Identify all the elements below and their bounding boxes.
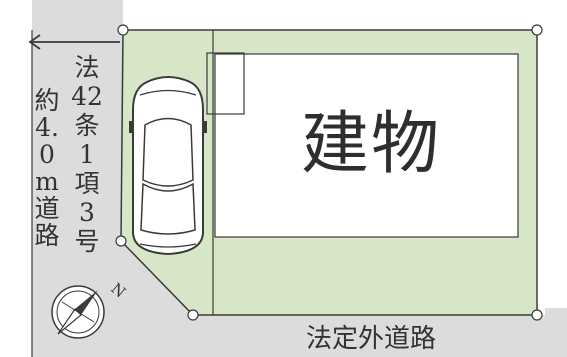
lot-corner-marker bbox=[187, 309, 199, 321]
left-road-law-label: 法42条1項3号 bbox=[71, 53, 103, 256]
lot-corner-marker bbox=[531, 24, 543, 36]
lot-corner-marker bbox=[115, 235, 127, 247]
car-icon bbox=[129, 76, 207, 256]
left-road-width-label: 約4.0m道路 bbox=[34, 86, 60, 250]
parking-space bbox=[206, 52, 245, 115]
lot-corner-marker bbox=[531, 309, 543, 321]
arrow-left-icon bbox=[28, 34, 120, 50]
bottom-road-label: 法定外道路 bbox=[306, 324, 437, 354]
lot-corner-marker bbox=[117, 24, 129, 36]
building-label: 建物 bbox=[301, 105, 442, 184]
compass-icon bbox=[51, 285, 105, 339]
building-footprint bbox=[214, 53, 519, 238]
